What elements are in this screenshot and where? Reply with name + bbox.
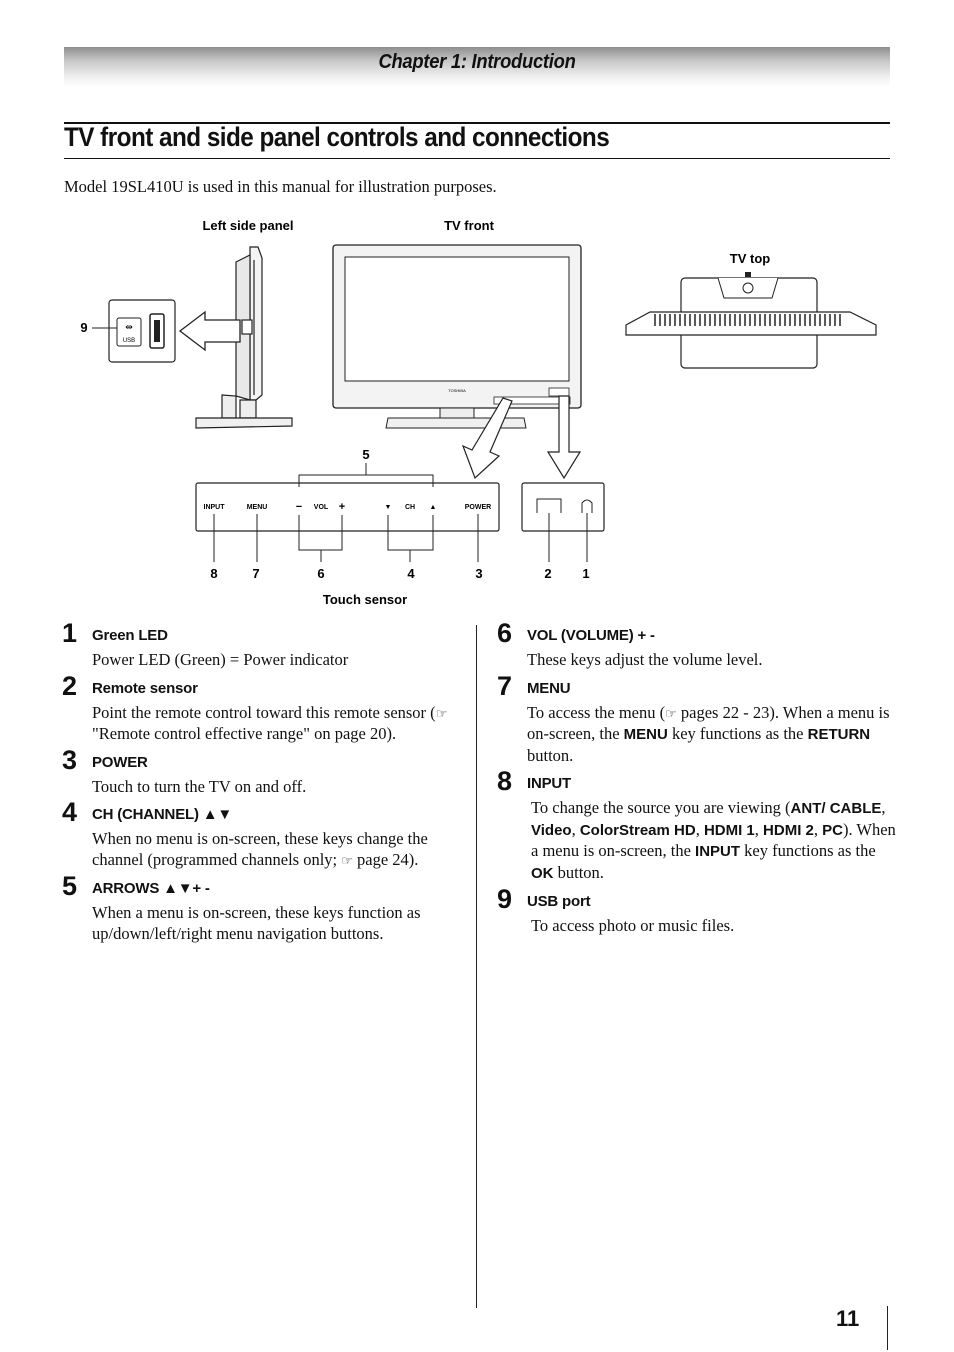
- led-sensor-panel: [521, 482, 605, 532]
- hanger-icon: [742, 282, 754, 294]
- chapter-header-bar: Chapter 1: Introduction: [64, 47, 890, 87]
- item-heading: CH (CHANNEL) ▲▼: [92, 806, 233, 823]
- item-heading: ARROWS ▲▼+ -: [92, 880, 210, 897]
- list-item: 2 Remote sensor Point the remote control…: [62, 671, 462, 745]
- reference-icon: ☞: [341, 852, 353, 868]
- tv-controls-illustration: Left side panel TV front TV top Touch se…: [80, 218, 877, 607]
- item-heading: MENU: [527, 679, 571, 697]
- item-number: 8: [497, 766, 513, 796]
- item-number: 2: [62, 670, 78, 701]
- callout-lines: [213, 463, 588, 562]
- reference-icon: ☞: [435, 705, 448, 721]
- list-item: 6 VOL (VOLUME) + - These keys adjust the…: [497, 618, 897, 671]
- panel-ch-label: CH: [405, 504, 415, 511]
- left-column: 1 Green LED Power LED (Green) = Power in…: [62, 618, 462, 948]
- item-body: Point the remote control toward this rem…: [92, 702, 448, 744]
- item-number: 5: [62, 871, 78, 901]
- panel-menu-label: MENU: [247, 504, 268, 511]
- item-heading: Remote sensor: [92, 679, 198, 697]
- item-body: When no menu is on-screen, these keys ch…: [92, 829, 428, 869]
- item-body: To access the menu (☞ pages 22 - 23). Wh…: [527, 702, 890, 765]
- usb-icon: ⇹: [125, 322, 133, 332]
- item-body: To access photo or music files.: [531, 916, 735, 935]
- list-item: 4 CH (CHANNEL) ▲▼ When no menu is on-scr…: [62, 797, 462, 871]
- item-body: Touch to turn the TV on and off.: [92, 776, 307, 796]
- item-number: 6: [497, 618, 513, 648]
- panel-ch-up-label: ▲: [430, 504, 437, 511]
- callout-6: 6: [317, 566, 324, 581]
- callout-7: 7: [252, 566, 259, 581]
- page-number: 11: [836, 1306, 860, 1331]
- item-heading: USB port: [527, 893, 591, 910]
- callout-5: 5: [362, 447, 369, 462]
- tv-side-view: [195, 246, 293, 429]
- item-heading: VOL (VOLUME) + -: [527, 627, 655, 644]
- tv-top-view: [625, 272, 877, 369]
- list-item: 7 MENU To access the menu (☞ pages 22 - …: [497, 671, 897, 767]
- list-item: 5 ARROWS ▲▼+ - When a menu is on-screen,…: [62, 871, 462, 944]
- list-item: 9 USB port To access photo or music file…: [497, 884, 897, 937]
- tv-front-view: TOSHIBA: [332, 244, 582, 429]
- brand-logo: TOSHIBA: [448, 388, 466, 393]
- panel-vol-label: VOL: [314, 504, 329, 511]
- callout-1: 1: [582, 566, 589, 581]
- panel-minus-label: −: [296, 501, 302, 513]
- item-body: Power LED (Green) = Power indicator: [92, 650, 349, 669]
- callout-4: 4: [407, 566, 415, 581]
- page-number-rule: [887, 1306, 888, 1350]
- title-bottom-rule: [64, 158, 890, 159]
- item-body: These keys adjust the volume level.: [527, 650, 763, 669]
- page-title: TV front and side panel controls and con…: [64, 122, 610, 152]
- touch-sensor-caption: Touch sensor: [323, 592, 407, 607]
- callout-8: 8: [210, 566, 217, 581]
- panel-power-label: POWER: [465, 504, 491, 511]
- list-item: 8 INPUT To change the source you are vie…: [497, 766, 897, 884]
- tv-front-caption: TV front: [444, 218, 494, 233]
- title-top-rule: [64, 122, 890, 124]
- reference-icon: ☞: [665, 705, 677, 721]
- item-body: When a menu is on-screen, these keys fun…: [92, 903, 421, 943]
- usb-label: USB: [123, 338, 135, 344]
- left-side-panel-caption: Left side panel: [202, 218, 293, 233]
- right-column: 6 VOL (VOLUME) + - These keys adjust the…: [497, 618, 897, 941]
- chapter-title: Chapter 1: Introduction: [378, 51, 576, 73]
- panel-plus-label: +: [339, 501, 345, 513]
- item-number: 1: [62, 618, 78, 648]
- list-item: 1 Green LED Power LED (Green) = Power in…: [62, 618, 462, 671]
- column-divider: [476, 625, 477, 1308]
- panel-ch-down-label: ▼: [385, 504, 392, 511]
- usb-pointer-arrow: [178, 310, 241, 352]
- touch-sensor-panel: INPUT MENU − VOL + ▼ CH ▲ POWER: [195, 482, 500, 532]
- item-number: 3: [62, 744, 78, 775]
- tv-top-caption: TV top: [730, 251, 770, 266]
- touch-sensor-pointer-arrow: [461, 397, 513, 480]
- item-number: 7: [497, 670, 513, 701]
- item-body: To change the source you are viewing (AN…: [531, 798, 896, 882]
- item-heading: POWER: [92, 753, 148, 771]
- callout-2: 2: [544, 566, 551, 581]
- item-number: 9: [497, 884, 513, 914]
- callout-3: 3: [475, 566, 482, 581]
- item-heading: Green LED: [92, 627, 168, 644]
- panel-input-label: INPUT: [204, 504, 226, 511]
- led-pointer-arrow: [546, 395, 582, 480]
- item-number: 4: [62, 797, 78, 827]
- callout-9: 9: [80, 320, 87, 335]
- intro-text: Model 19SL410U is used in this manual fo…: [64, 177, 497, 196]
- item-heading: INPUT: [527, 775, 572, 792]
- list-item: 3 POWER Touch to turn the TV on and off.: [62, 745, 462, 798]
- usb-port-detail: ⇹ USB: [108, 299, 176, 363]
